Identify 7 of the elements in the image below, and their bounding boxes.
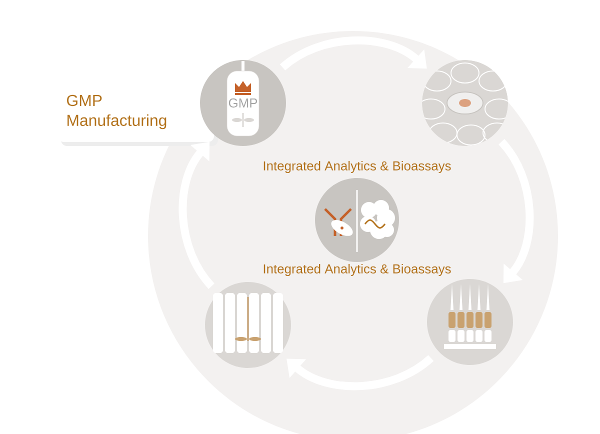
cell-culture-circle xyxy=(422,60,508,146)
well-plate-circle xyxy=(427,279,513,365)
label-card: GMP Manufacturing xyxy=(58,81,218,146)
antibody-protein-circle xyxy=(315,178,399,262)
bioreactor-circle xyxy=(205,282,291,368)
ring-label: Integrated Analytics & Bioassays xyxy=(264,264,451,276)
ring-label: Integrated Analytics & Bioassays xyxy=(264,160,451,174)
